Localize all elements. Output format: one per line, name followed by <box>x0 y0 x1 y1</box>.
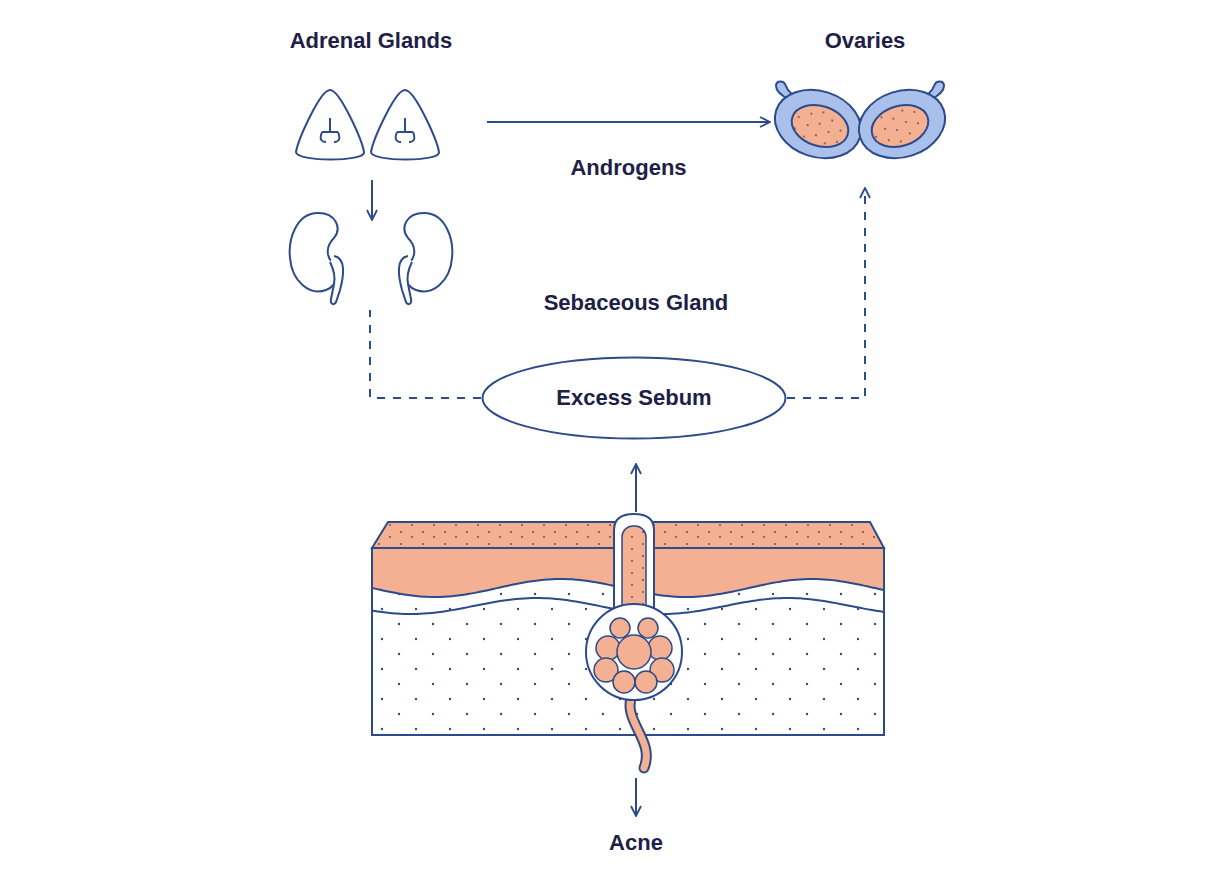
dashed-connector <box>370 310 481 398</box>
node-label: Excess Sebum <box>556 385 711 411</box>
ovaries-group: Ovaries <box>770 22 960 180</box>
excess-sebum-ellipse: Excess Sebum <box>481 356 787 440</box>
kidney-icons <box>290 213 453 304</box>
adrenal-kidney-arrow <box>371 180 373 220</box>
acne-label: Acne <box>606 830 666 856</box>
skin-down-arrow <box>635 778 637 816</box>
adrenal-glands-group: Adrenal Glands <box>255 22 487 310</box>
edge-label: Androgens <box>567 155 689 181</box>
adrenal-gland-icons <box>296 90 439 160</box>
node-label: Adrenal Glands <box>290 28 453 54</box>
sebaceous-gland-label: Sebaceous Gland <box>541 290 732 316</box>
skin-cross-section <box>372 514 884 768</box>
dashed-connector <box>787 188 865 398</box>
arrow-connector <box>487 121 770 123</box>
ovary-icons <box>766 79 954 169</box>
node-label: Ovaries <box>825 28 906 54</box>
skin-up-arrow <box>635 464 637 512</box>
